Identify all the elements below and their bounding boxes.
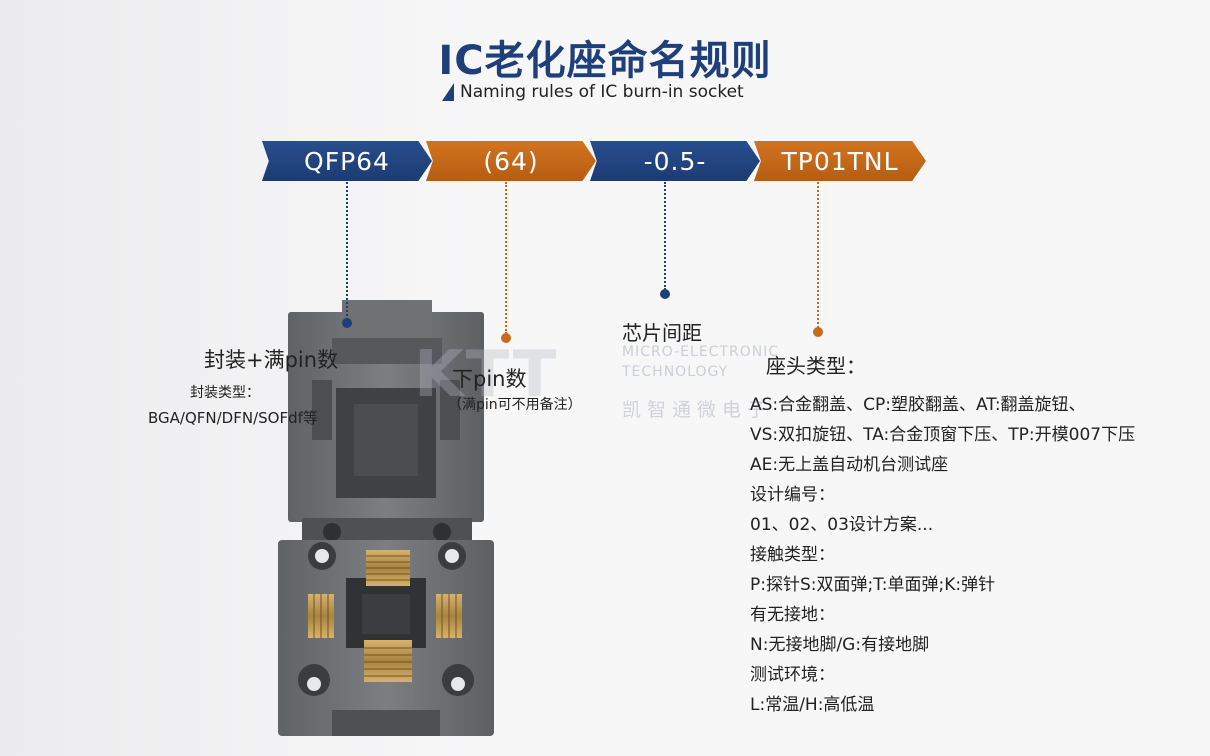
detail-line: VS:双扣旋钮、TA:合金顶窗下压、TP:开模007下压 <box>750 425 1136 445</box>
detail-line: 测试环境： <box>750 665 835 685</box>
page-title: IC老化座命名规则 <box>438 38 772 84</box>
pin-count-note: （满pin可不用备注） <box>448 397 582 413</box>
detail-line: 设计编号： <box>750 485 835 505</box>
package-types: BGA/QFN/DFN/SOFdf等 <box>148 409 318 427</box>
connector-pin-count <box>505 182 507 334</box>
socket-image <box>278 300 494 736</box>
segment-socket-head: TP01TNL <box>754 141 926 181</box>
connector-socket-head <box>817 182 819 328</box>
connector-dot-pin-count <box>501 333 511 343</box>
subtitle-text: Naming rules of IC burn-in socket <box>460 82 744 102</box>
watermark-logo: KTT <box>414 338 559 412</box>
detail-line: L:常温/H:高低温 <box>750 695 875 715</box>
watermark-line2: TECHNOLOGY <box>622 364 729 380</box>
connector-package <box>346 182 348 320</box>
pitch-heading: 芯片间距 <box>622 321 702 345</box>
detail-line: 01、02、03设计方案... <box>750 515 934 535</box>
package-type-label: 封装类型： <box>190 385 260 401</box>
detail-line: 接触类型： <box>750 545 835 565</box>
segment-package: QFP64 <box>262 141 432 181</box>
watermark-line1: MICRO-ELECTRONIC <box>622 344 780 360</box>
page-subtitle: Naming rules of IC burn-in socket <box>442 80 744 104</box>
pin-count-heading: 下pin数 <box>452 367 527 391</box>
connector-dot-package <box>342 318 352 328</box>
connector-dot-socket-head <box>813 327 823 337</box>
segment-pitch-text: -0.5- <box>643 146 707 176</box>
detail-line: AE:无上盖自动机台测试座 <box>750 455 949 475</box>
segment-pitch: -0.5- <box>590 141 760 181</box>
detail-line: 有无接地： <box>750 605 835 625</box>
segment-pin-count: (64) <box>426 141 596 181</box>
segment-package-text: QFP64 <box>304 146 390 176</box>
socket-head-details: AS:合金翻盖、CP:塑胶翻盖、AT:翻盖旋钮、 VS:双扣旋钮、TA:合金顶窗… <box>750 390 1135 720</box>
segment-socket-head-text: TP01TNL <box>781 146 899 176</box>
detail-line: P:探针S:双面弹;T:单面弹;K:弹针 <box>750 575 996 595</box>
triangle-icon <box>442 83 454 101</box>
watermark-chinese: 凯智通微电子 <box>622 399 773 421</box>
socket-head-heading: 座头类型： <box>766 354 866 378</box>
segment-pin-count-text: (64) <box>483 146 539 176</box>
detail-line: N:无接地脚/G:有接地脚 <box>750 635 930 655</box>
connector-dot-pitch <box>660 289 670 299</box>
connector-pitch <box>664 182 666 290</box>
detail-line: AS:合金翻盖、CP:塑胶翻盖、AT:翻盖旋钮、 <box>750 395 1086 415</box>
package-heading: 封装+满pin数 <box>204 348 339 372</box>
